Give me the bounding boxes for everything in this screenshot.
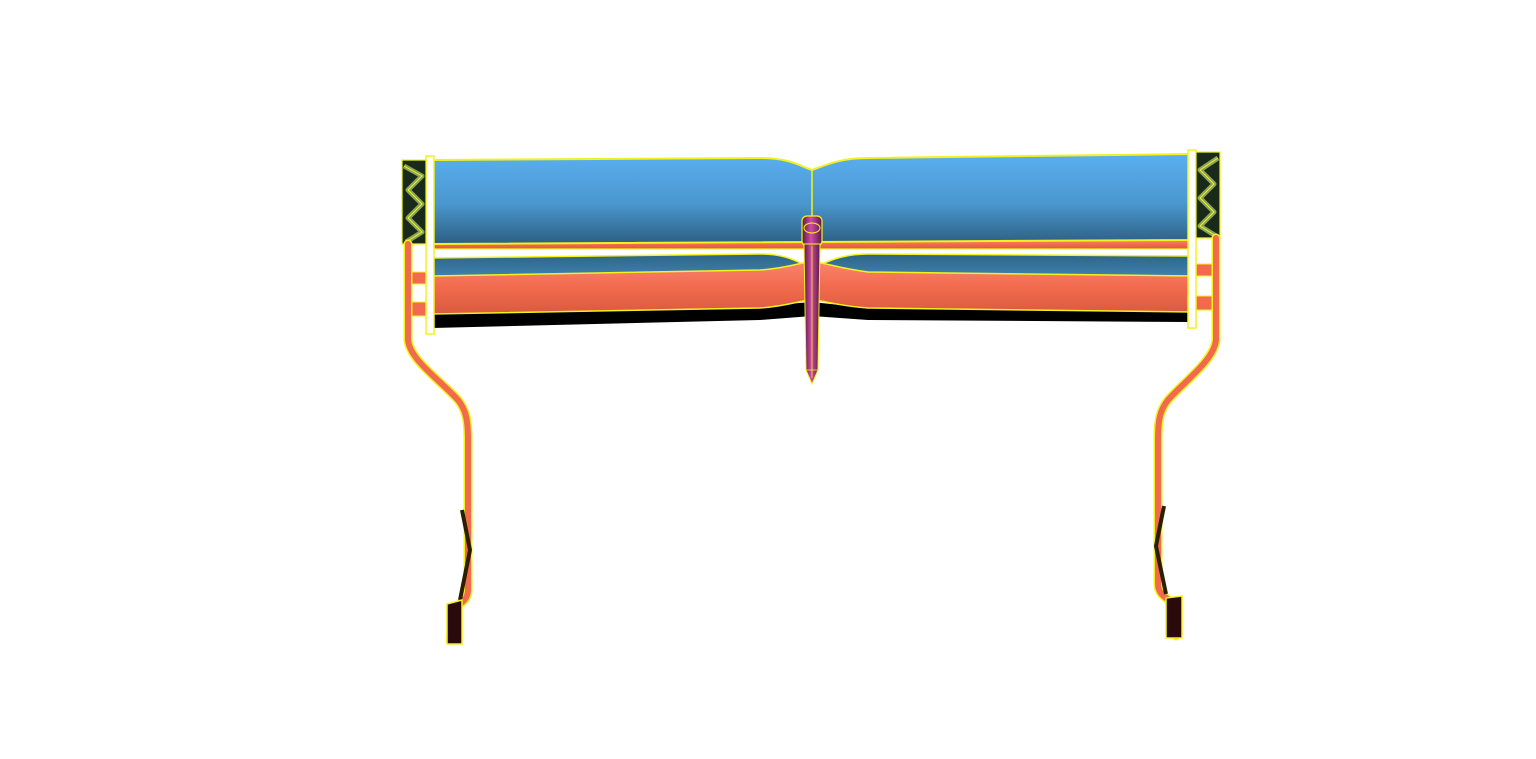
right-end-frame[interactable] <box>1187 149 1197 329</box>
center-pin[interactable] <box>801 215 823 386</box>
upper-blue-skin[interactable] <box>431 152 1191 246</box>
right-leg[interactable] <box>1153 233 1221 641</box>
left-end-frame[interactable] <box>425 155 435 335</box>
left-fin-stack[interactable] <box>401 159 427 245</box>
left-leg[interactable] <box>403 239 473 645</box>
right-fin-stack[interactable] <box>1195 151 1221 239</box>
